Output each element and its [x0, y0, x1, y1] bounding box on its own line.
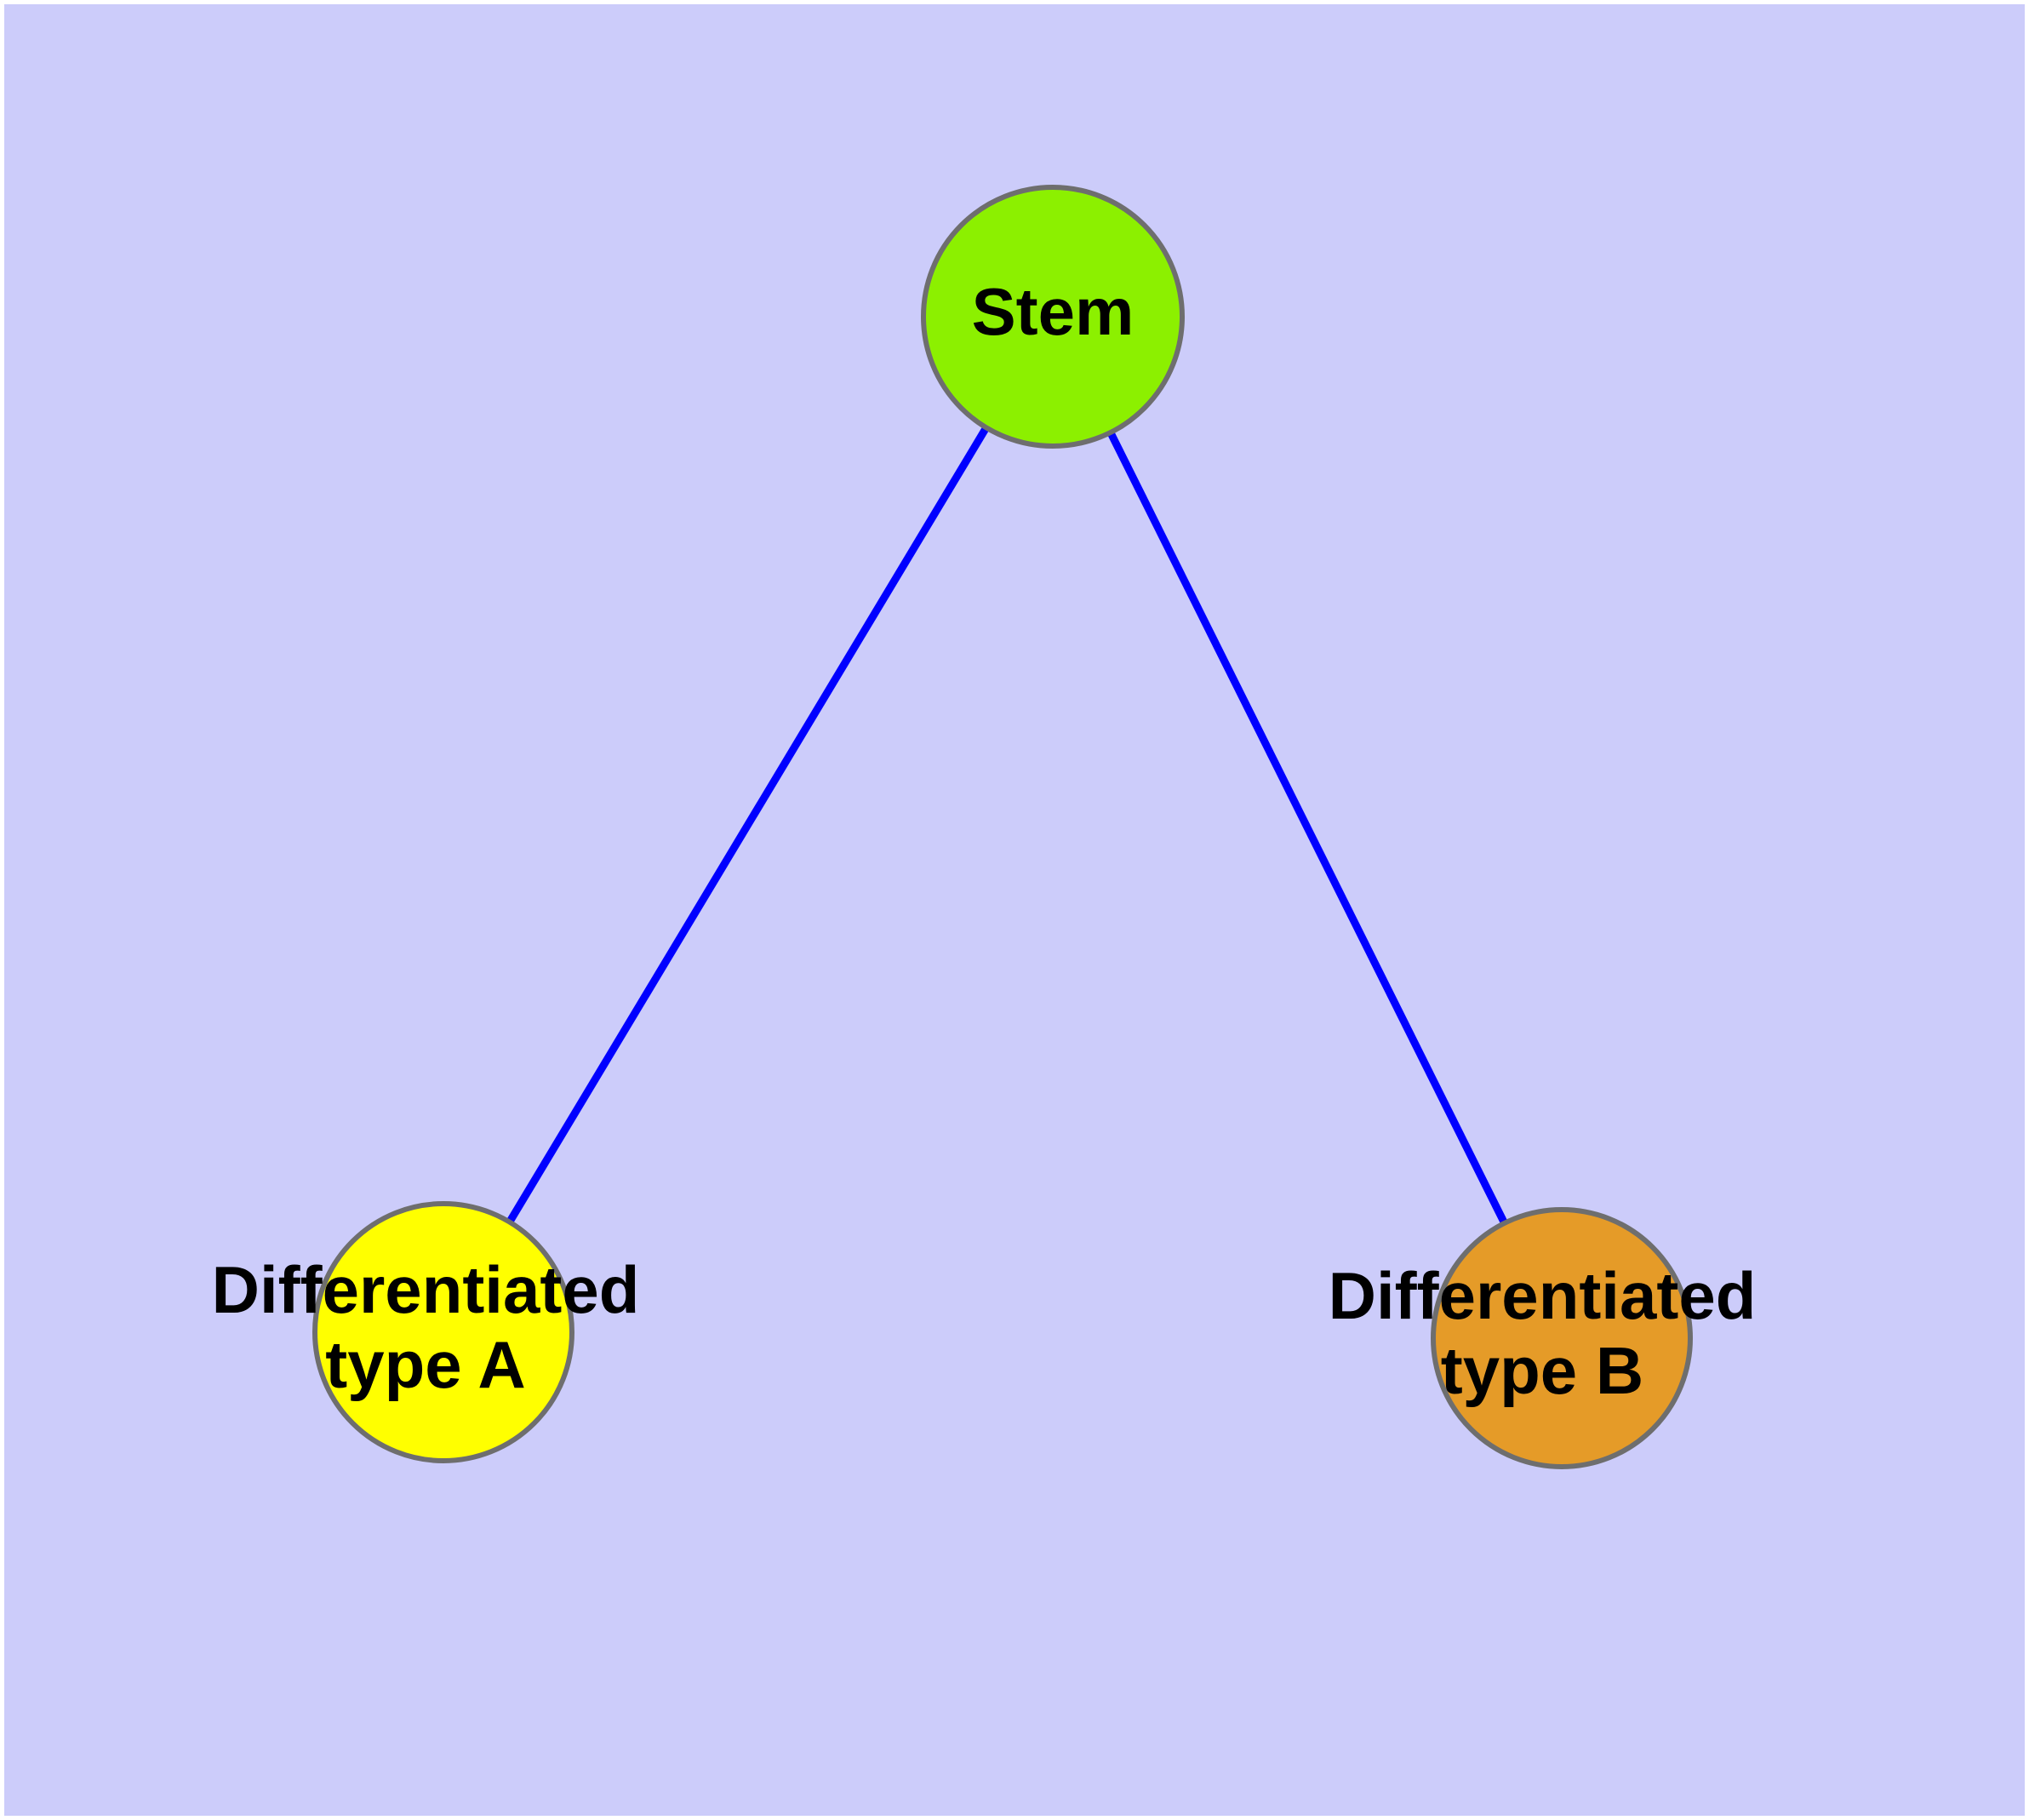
graph-node-diff_a[interactable]	[312, 1201, 574, 1463]
nodes-layer	[312, 185, 1693, 1469]
graph-node-label-line: Differentiated	[1329, 1258, 1757, 1333]
graph-node-diff_b[interactable]	[1431, 1207, 1693, 1469]
graph-node-label-line: type B	[1441, 1333, 1643, 1408]
graph-edge-stem-to-diff-a	[505, 424, 991, 1226]
graph-node-label-line: Differentiated	[212, 1252, 640, 1327]
graph-node-stem[interactable]	[921, 185, 1185, 449]
edges-layer	[505, 424, 1509, 1227]
graph-node-label-stem: Stem	[972, 274, 1135, 349]
graph-node-label-line: type A	[325, 1327, 526, 1402]
graph-node-label-line: Stem	[972, 274, 1135, 349]
graph-edge-stem-to-diff-b	[1106, 429, 1509, 1227]
